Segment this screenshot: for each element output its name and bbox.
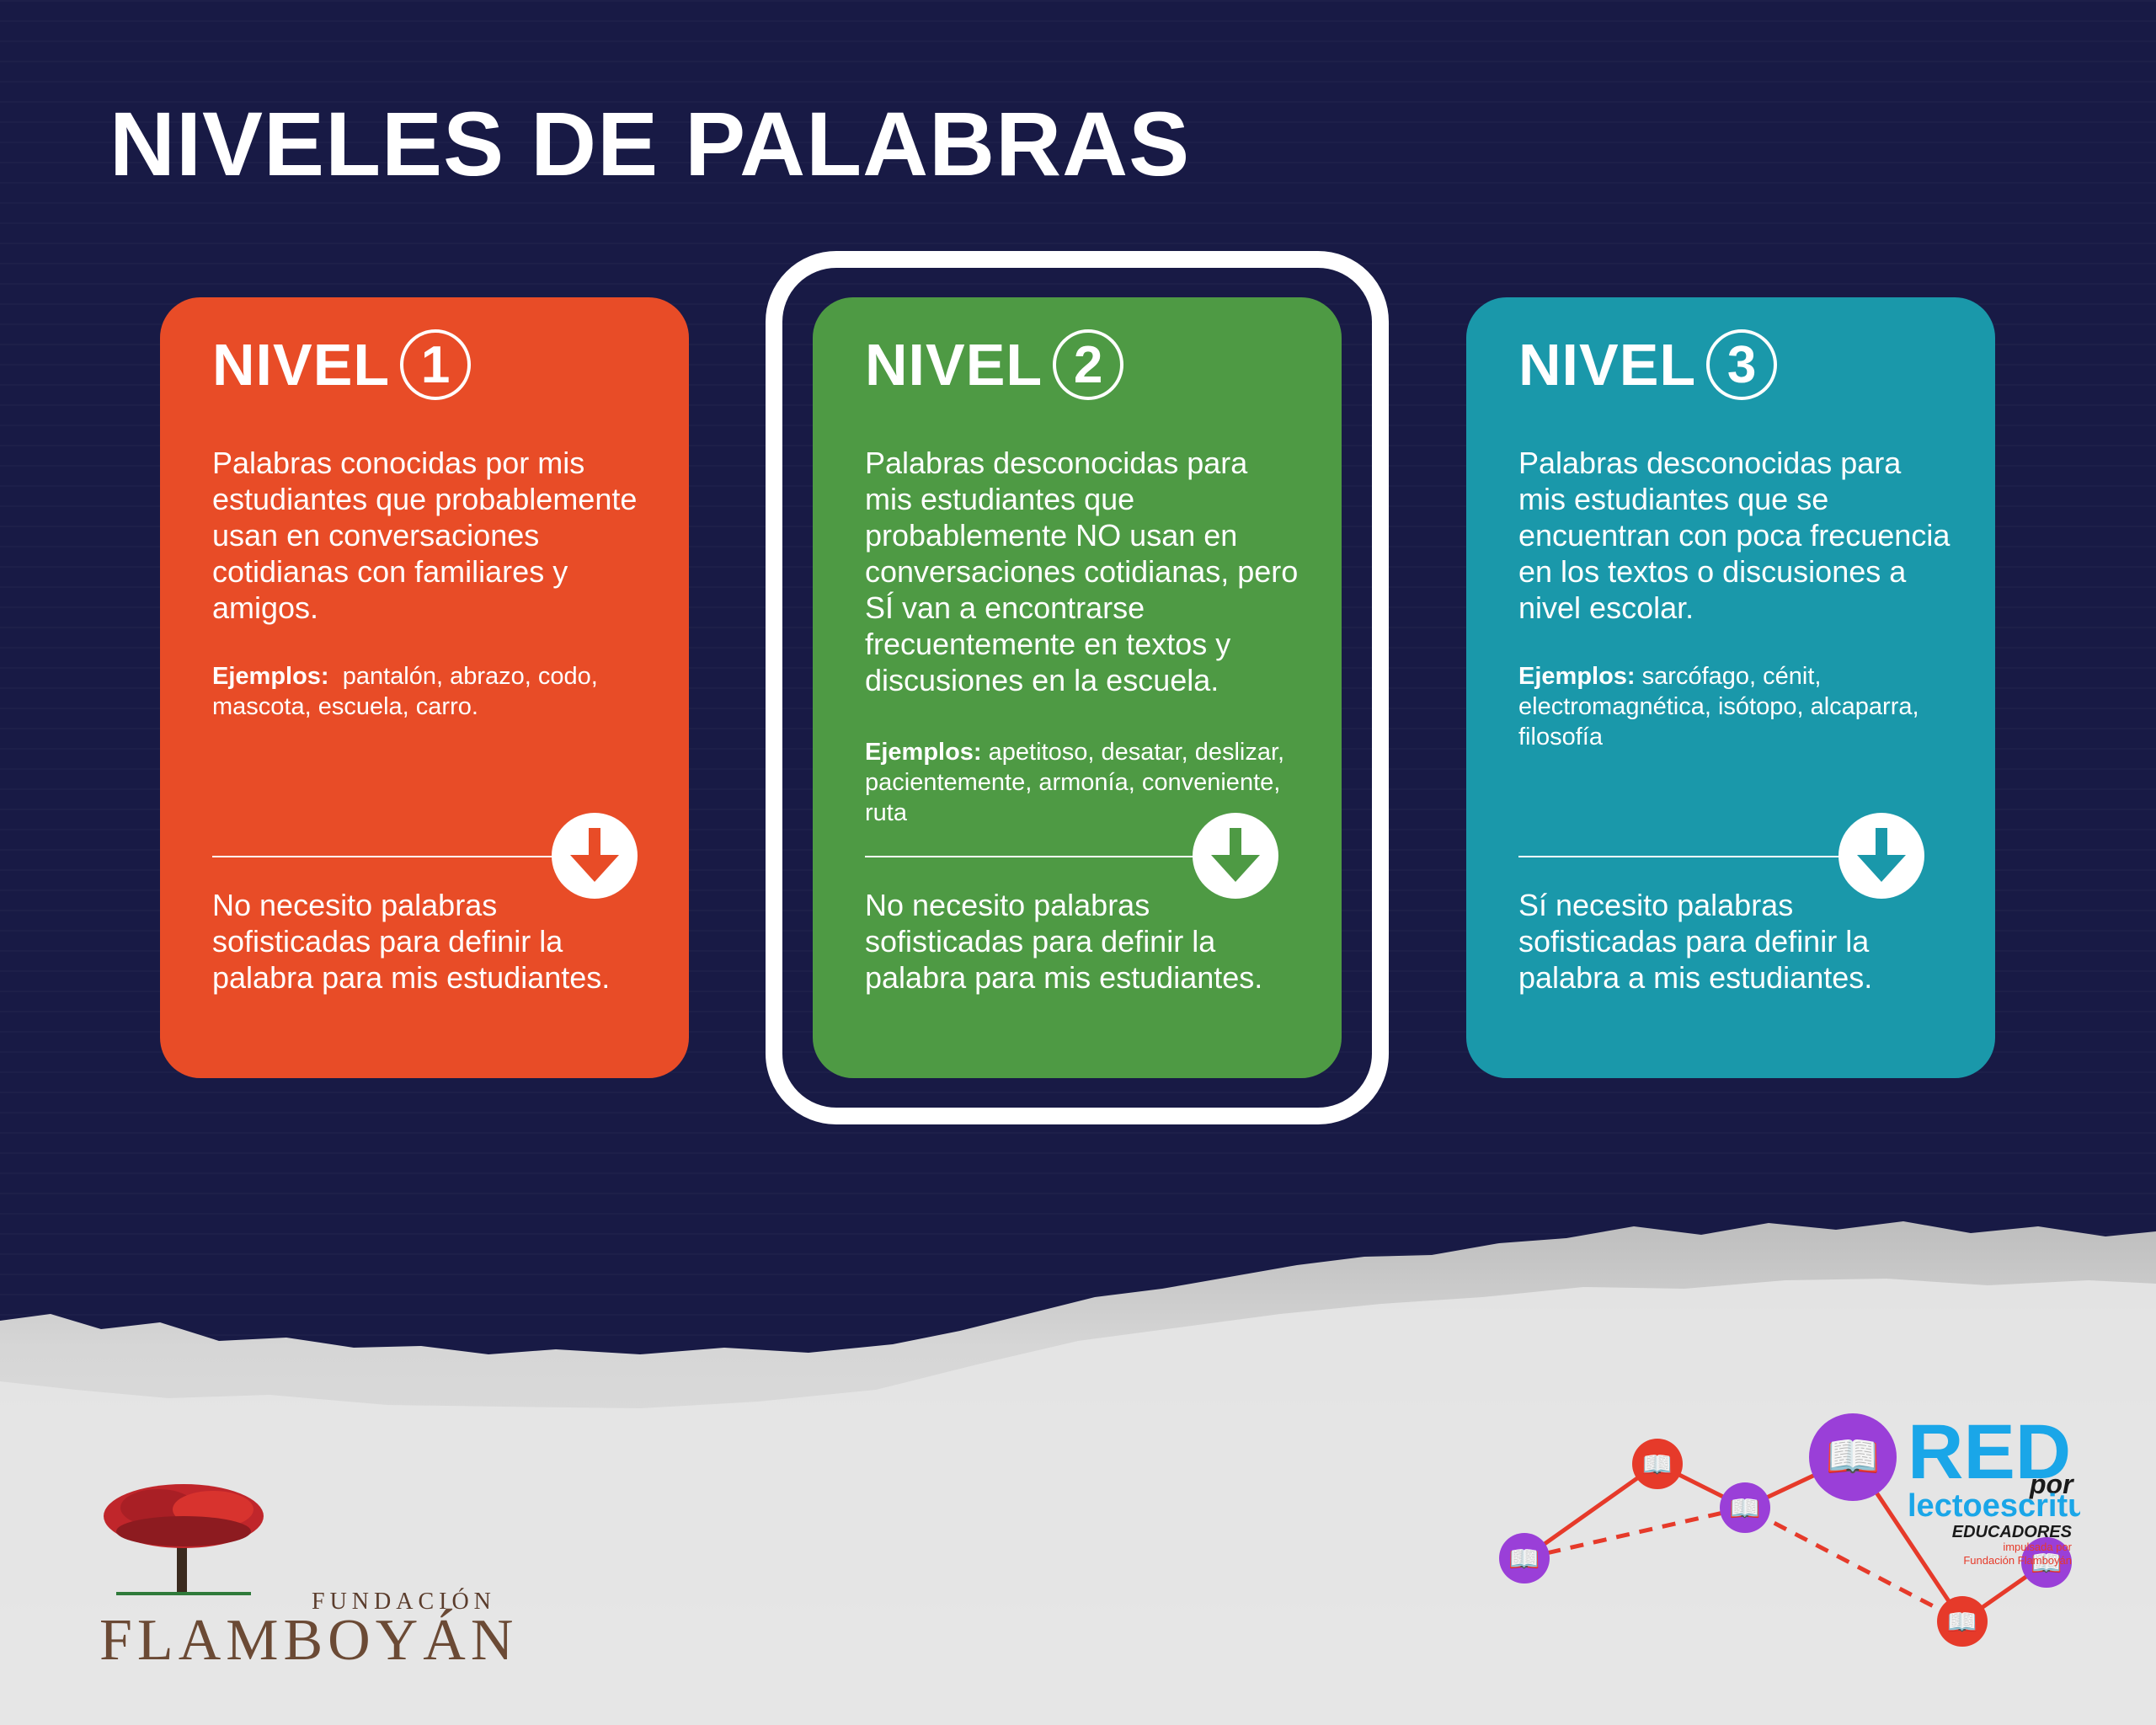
book-node-icon: 📖 — [1720, 1482, 1770, 1533]
highlight-frame — [766, 251, 1389, 1124]
level-description: Palabras desconocidas para mis estudiant… — [865, 446, 1299, 697]
lectoescritura-text: lectoescritura — [1908, 1488, 2080, 1524]
red-lectoescritura-logo: 📖 📖 📖 📖 📖 📖 RED por la lectoescritura ED… — [1491, 1402, 2118, 1664]
flamboyan-name: FLAMBOYÁN — [99, 1608, 518, 1673]
level-examples: Ejemplos: sarcófago, cénit, electromagné… — [1518, 661, 1956, 752]
svg-text:📖: 📖 — [1729, 1495, 1760, 1523]
divider-line — [212, 856, 566, 857]
book-node-icon: 📖 — [1809, 1413, 1897, 1501]
nivel-label: NIVEL — [865, 332, 1043, 398]
level-examples: Ejemplos: pantalón, abrazo, codo, mascot… — [212, 661, 650, 722]
arrow-down-icon — [1193, 813, 1278, 899]
svg-text:📖: 📖 — [2031, 1550, 2062, 1578]
card-heading: NIVEL 3 — [1518, 329, 1778, 400]
fundacion-small-text: Fundación Flamboyán — [1963, 1554, 2072, 1567]
level-conclusion: No necesito palabras sofisticadas para d… — [865, 888, 1263, 995]
divider-line — [865, 856, 1219, 857]
examples-text: sarcófago, cénit, electromagnética, isót… — [1518, 663, 1919, 750]
level-conclusion: Sí necesito palabras sofisticadas para d… — [1518, 888, 1873, 995]
arrow-down-icon — [552, 813, 638, 899]
svg-text:📖: 📖 — [1641, 1451, 1673, 1479]
flamboyan-tree-icon — [104, 1484, 264, 1595]
svg-text:📖: 📖 — [1826, 1433, 1881, 1482]
examples-text: pantalón, abrazo, codo, mascota, escuela… — [212, 663, 598, 720]
card-heading: NIVEL 2 — [865, 329, 1124, 400]
examples-label: Ejemplos: — [865, 739, 982, 766]
card-heading: NIVEL 1 — [212, 329, 472, 400]
arrow-down-icon — [1838, 813, 1924, 899]
level-card-3: NIVEL 3 Palabras desconocidas para mis e… — [1466, 297, 1995, 1078]
educadores-text: EDUCADORES — [1952, 1523, 2073, 1541]
level-card-1: NIVEL 1 Palabras conocidas por mis estud… — [160, 297, 689, 1078]
fundacion-flamboyan-logo: FUNDACIÓN FLAMBOYÁN — [99, 1482, 537, 1676]
nivel-label: NIVEL — [212, 332, 391, 398]
level-conclusion: No necesito palabras sofisticadas para d… — [212, 888, 611, 995]
level-description: Palabras desconocidas para mis estudiant… — [1518, 446, 1951, 625]
level-number-badge: 2 — [1053, 329, 1124, 400]
divider-line — [1518, 856, 1872, 857]
examples-text: apetitoso, desatar, deslizar, pacienteme… — [865, 739, 1285, 826]
book-node-icon: 📖 — [1632, 1439, 1683, 1489]
nivel-label: NIVEL — [1518, 332, 1697, 398]
book-node-icon: 📖 — [1937, 1596, 1988, 1647]
level-number-badge: 3 — [1706, 329, 1778, 400]
red-wordmark: RED — [1908, 1409, 2071, 1495]
level-description: Palabras conocidas por mis estudiantes q… — [212, 446, 638, 625]
book-node-icon: 📖 — [2021, 1537, 2072, 1588]
level-examples: Ejemplos: apetitoso, desatar, deslizar, … — [865, 737, 1303, 828]
svg-text:📖: 📖 — [1946, 1609, 1977, 1637]
page-title: NIVELES DE PALABRAS — [109, 93, 1191, 195]
svg-text:📖: 📖 — [1508, 1546, 1540, 1573]
level-card-2: NIVEL 2 Palabras desconocidas para mis e… — [813, 297, 1342, 1078]
examples-label: Ejemplos: — [1518, 663, 1636, 690]
level-number-badge: 1 — [400, 329, 472, 400]
examples-label: Ejemplos: — [212, 663, 329, 690]
impulsada-text: impulsada por — [2003, 1541, 2072, 1553]
book-node-icon: 📖 — [1499, 1533, 1550, 1583]
fundacion-word: FUNDACIÓN — [312, 1589, 496, 1615]
